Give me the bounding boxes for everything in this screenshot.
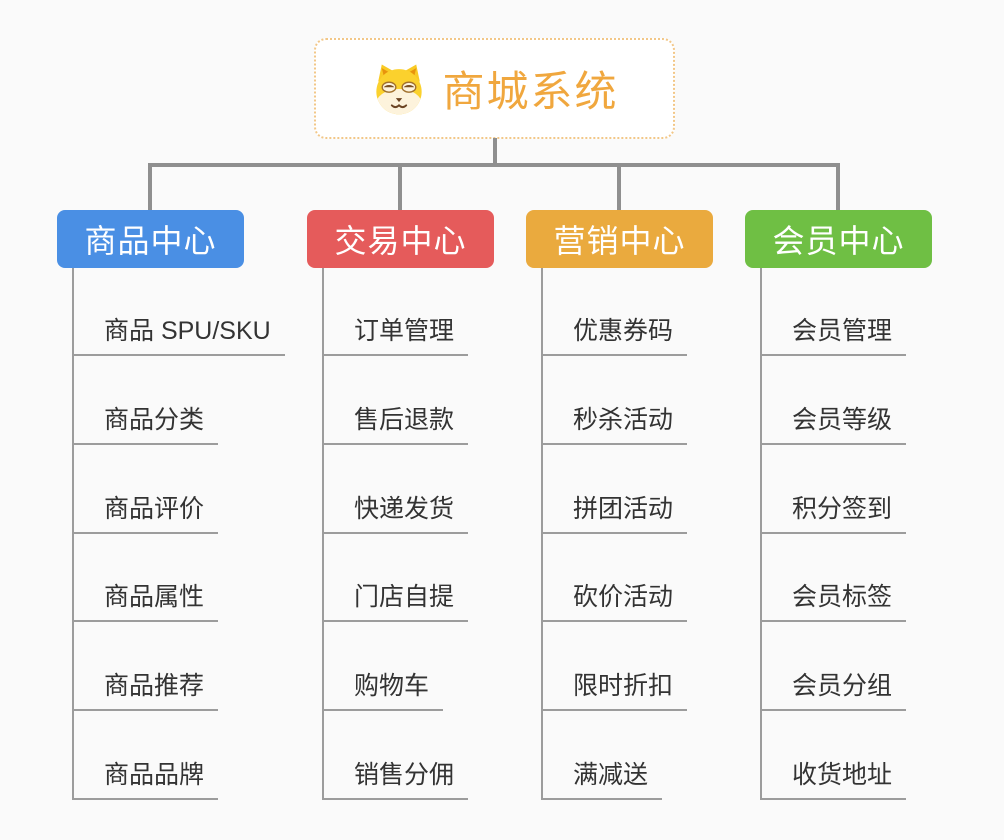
- leaf-node[interactable]: 快递发货: [322, 488, 469, 534]
- branch-trade-center: 交易中心 订单管理售后退款快递发货门店自提购物车销售分佣: [307, 210, 494, 800]
- connector-horizontal: [148, 163, 840, 167]
- leaf-node[interactable]: 门店自提: [322, 576, 469, 622]
- leaf-node[interactable]: 销售分佣: [322, 754, 469, 800]
- leaf-node[interactable]: 会员分组: [760, 665, 907, 711]
- connector-drop: [836, 165, 840, 210]
- leaf-node[interactable]: 商品 SPU/SKU: [72, 310, 285, 356]
- leaf-node[interactable]: 订单管理: [322, 310, 469, 356]
- branch-product-center: 商品中心 商品 SPU/SKU 商品分类商品评价商品属性商品推荐商品品牌: [57, 210, 285, 800]
- leaf-node[interactable]: 限时折扣: [541, 665, 688, 711]
- leaf-node[interactable]: 商品品牌: [72, 754, 219, 800]
- branch-spine: [322, 268, 324, 800]
- connector-root-stub: [493, 138, 497, 165]
- branch-marketing-center: 营销中心 优惠券码秒杀活动拼团活动砍价活动限时折扣满减送: [526, 210, 713, 800]
- branch-member-center: 会员中心 会员管理会员等级积分签到会员标签会员分组收货地址: [745, 210, 932, 800]
- leaf-node[interactable]: 会员标签: [760, 576, 907, 622]
- branch-spine: [72, 268, 74, 800]
- connector-drop: [617, 165, 621, 210]
- leaf-node[interactable]: 拼团活动: [541, 488, 688, 534]
- branch-node[interactable]: 营销中心: [526, 210, 713, 268]
- leaf-node[interactable]: 商品推荐: [72, 665, 219, 711]
- connector-drop: [148, 165, 152, 210]
- leaf-node[interactable]: 商品分类: [72, 399, 219, 445]
- branch-spine: [541, 268, 543, 800]
- root-title: 商城系统: [442, 68, 619, 115]
- leaf-node[interactable]: 满减送: [541, 754, 663, 800]
- leaf-node[interactable]: 砍价活动: [541, 576, 688, 622]
- branch-node[interactable]: 交易中心: [307, 210, 494, 268]
- branch-node[interactable]: 会员中心: [745, 210, 932, 268]
- shiba-dog-icon: [376, 64, 423, 114]
- branch-spine: [760, 268, 762, 800]
- branch-node[interactable]: 商品中心: [57, 210, 244, 268]
- leaf-node[interactable]: 会员等级: [760, 399, 907, 445]
- leaf-node[interactable]: 售后退款: [322, 399, 469, 445]
- leaf-node[interactable]: 积分签到: [760, 488, 907, 534]
- leaf-node[interactable]: 会员管理: [760, 310, 907, 356]
- leaf-node[interactable]: 商品评价: [72, 488, 219, 534]
- leaf-node[interactable]: 秒杀活动: [541, 399, 688, 445]
- root-node[interactable]: 商城系统: [314, 38, 675, 139]
- leaf-node[interactable]: 购物车: [322, 665, 444, 711]
- leaf-node[interactable]: 优惠券码: [541, 310, 688, 356]
- leaf-node[interactable]: 收货地址: [760, 754, 907, 800]
- connector-drop: [398, 165, 402, 210]
- leaf-node[interactable]: 商品属性: [72, 576, 219, 622]
